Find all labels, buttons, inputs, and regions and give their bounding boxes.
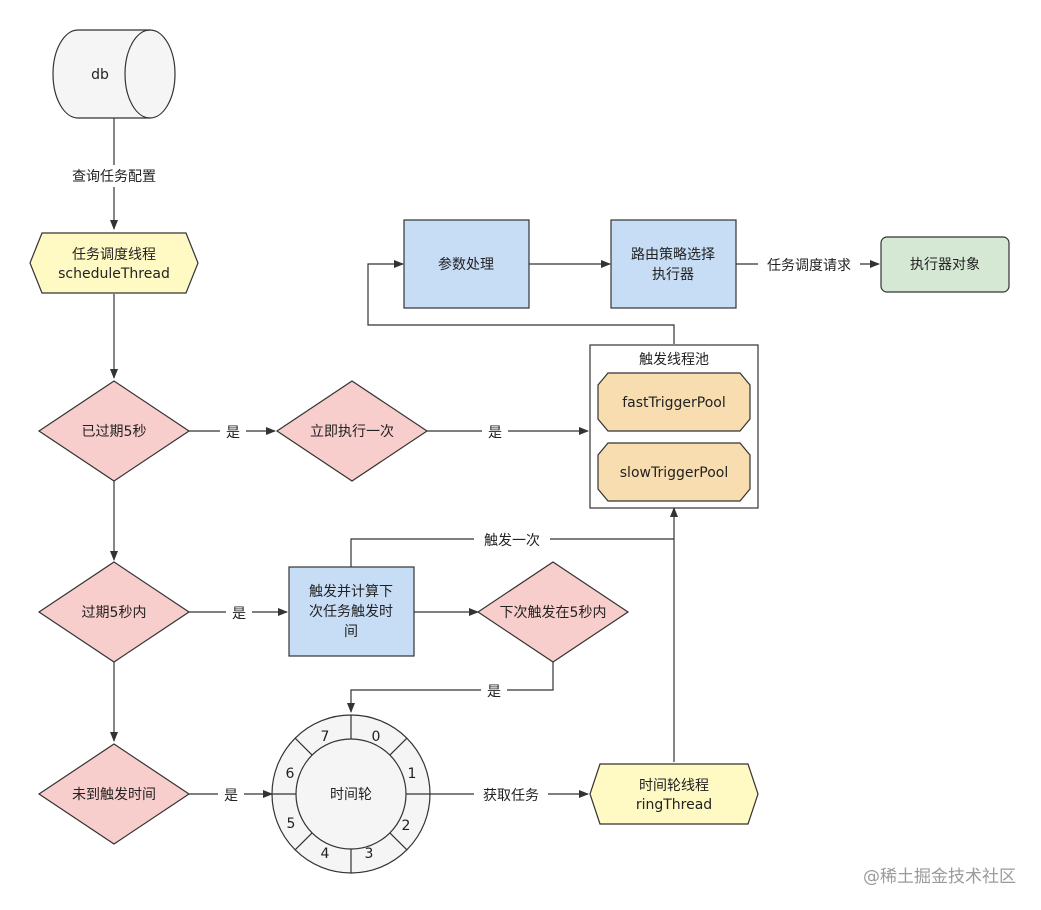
next-within-5s-node: 下次触发在5秒内: [476, 561, 630, 663]
ring-thread-label-1: 时间轮线程: [639, 778, 709, 794]
wheel-spoke: [294, 832, 313, 851]
db-node: db: [52, 29, 176, 119]
wheel-spoke: [389, 737, 408, 756]
expired-5s-node: 已过期5秒: [37, 380, 191, 482]
label-query-config: 查询任务配置: [72, 169, 156, 185]
label-yes-1: 是: [226, 425, 240, 441]
slow-trigger-pool-node: slowTriggerPool: [597, 442, 751, 502]
label-dispatch-request: 任务调度请求: [767, 258, 851, 274]
wheel-spoke: [294, 737, 313, 756]
not-yet-node: 未到触发时间: [37, 743, 191, 845]
edge-labels: 查询任务配置 是 是 是 触发一次 是 是 获取任务 任务调度请求: [58, 165, 860, 805]
label-yes-4: 是: [487, 684, 501, 700]
label-yes-5: 是: [224, 788, 238, 804]
wheel-spoke: [389, 832, 408, 851]
schedule-thread-label-1: 任务调度线程: [72, 247, 156, 263]
trigger-calc-label-2: 次任务触发时: [309, 604, 393, 620]
executor-object-node: 执行器对象: [880, 236, 1010, 293]
wheel-slot-5: 5: [287, 816, 296, 832]
expired-5s-label: 已过期5秒: [82, 424, 147, 440]
label-trigger-once: 触发一次: [484, 533, 540, 549]
label-yes-2: 是: [488, 425, 502, 441]
route-select-label-1: 路由策略选择: [631, 246, 715, 263]
wheel-slot-3: 3: [365, 846, 374, 862]
ring-thread-node: 时间轮线程 ringThread: [589, 763, 759, 825]
wheel-slot-7: 7: [321, 729, 330, 745]
label-yes-3: 是: [232, 606, 246, 622]
wheel-slot-4: 4: [321, 846, 330, 862]
edge-pool-to-param: [367, 260, 675, 344]
time-wheel-node: 时间轮 0 1 2 3 4 5 6 7: [271, 714, 431, 874]
fast-trigger-pool-node: fastTriggerPool: [597, 372, 751, 432]
within-5s-label: 过期5秒内: [82, 605, 147, 621]
execute-once-label: 立即执行一次: [310, 424, 394, 440]
trigger-calc-node: 触发并计算下 次任务触发时 间: [288, 566, 415, 657]
edges: [110, 118, 880, 798]
param-process-label: 参数处理: [438, 256, 494, 273]
db-label: db: [91, 67, 109, 83]
not-yet-label: 未到触发时间: [72, 787, 156, 803]
param-process-node: 参数处理: [403, 219, 530, 309]
time-wheel-label: 时间轮: [330, 787, 372, 803]
edge-trigger-once: [350, 538, 674, 567]
slow-trigger-pool-label: slowTriggerPool: [620, 465, 728, 481]
next-within-5s-label: 下次触发在5秒内: [500, 605, 607, 621]
trigger-pool-container: 触发线程池 fastTriggerPool slowTriggerPool: [589, 344, 759, 509]
trigger-calc-label-3: 间: [344, 624, 358, 640]
route-select-node: 路由策略选择 执行器: [610, 219, 737, 309]
wheel-slot-6: 6: [286, 766, 295, 782]
trigger-calc-label-1: 触发并计算下: [309, 584, 393, 600]
trigger-pool-label: 触发线程池: [639, 352, 709, 368]
execute-once-node: 立即执行一次: [275, 380, 429, 482]
within-5s-node: 过期5秒内: [37, 561, 191, 663]
wheel-slot-0: 0: [372, 729, 381, 745]
ring-thread-label-2: ringThread: [636, 797, 712, 813]
fast-trigger-pool-label: fastTriggerPool: [622, 395, 726, 411]
schedule-thread-node: 任务调度线程 scheduleThread: [29, 232, 199, 294]
route-select-label-2: 执行器: [652, 267, 694, 283]
wheel-slot-2: 2: [402, 818, 411, 834]
label-fetch-task: 获取任务: [483, 788, 539, 804]
edge-next-to-wheel: [347, 662, 554, 713]
executor-object-label: 执行器对象: [910, 257, 980, 273]
watermark: @稀土掘金技术社区: [863, 867, 1016, 887]
wheel-slot-1: 1: [408, 766, 417, 782]
schedule-thread-label-2: scheduleThread: [58, 266, 170, 282]
